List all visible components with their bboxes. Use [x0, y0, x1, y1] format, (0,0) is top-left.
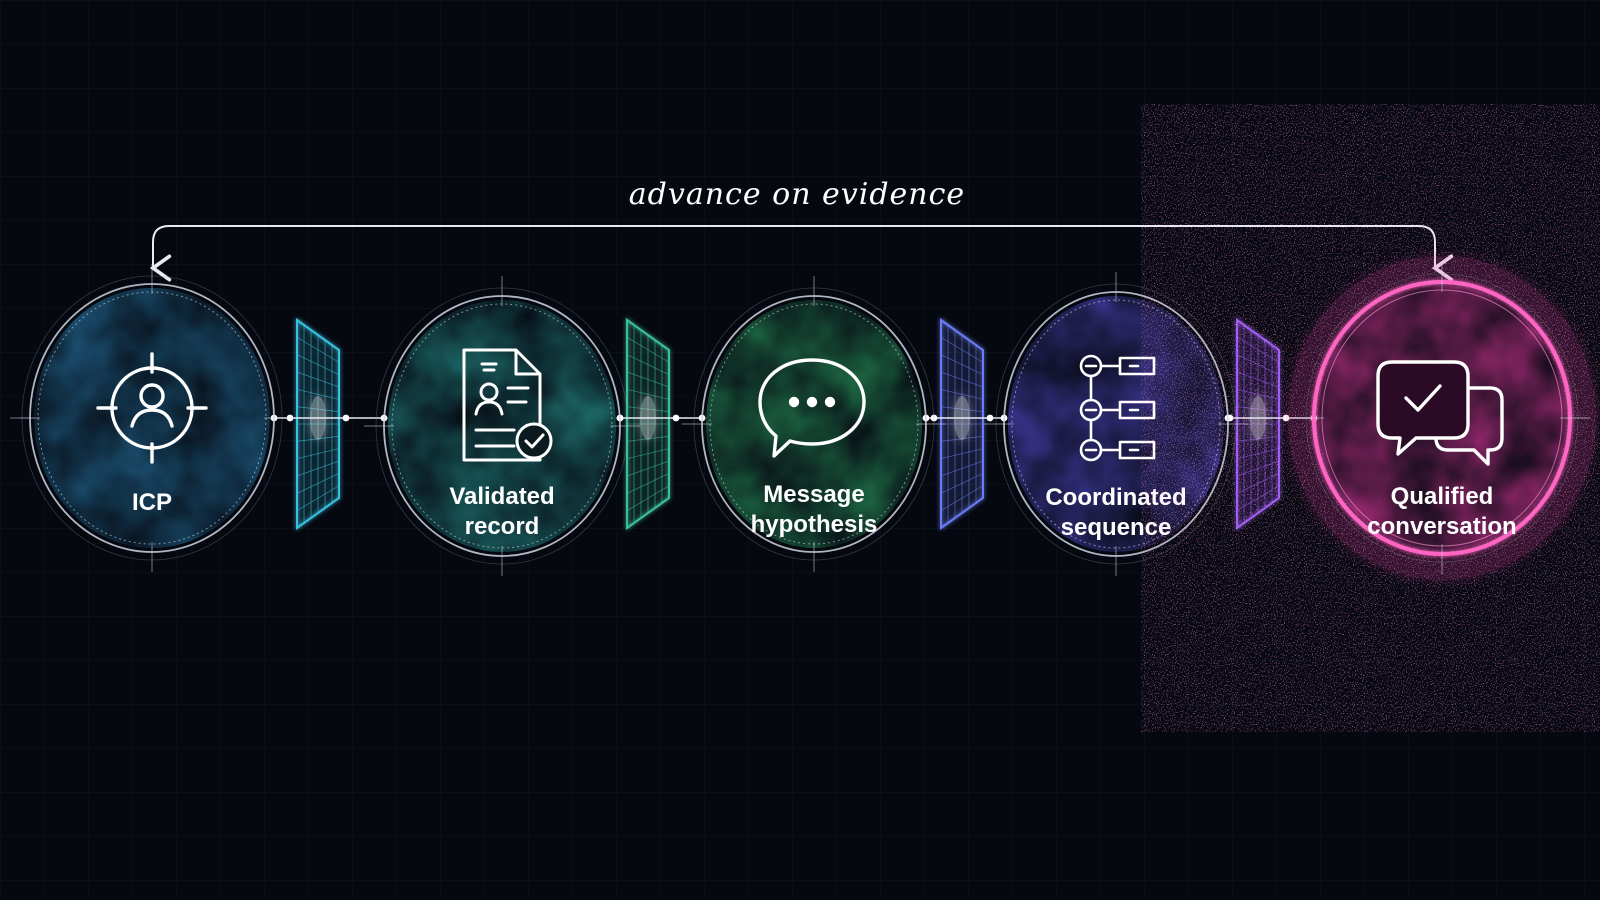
connector-dot [986, 414, 994, 422]
node-fill-texture [388, 300, 616, 552]
panel-grid-line [940, 336, 984, 363]
speech-bubble-icon [758, 358, 866, 458]
connector-panel [616, 318, 706, 530]
stage-node-art [984, 272, 1248, 576]
stage-label-line: Validated [449, 483, 554, 510]
panel-grid-line [940, 485, 984, 512]
stage-label-line: ICP [132, 489, 172, 516]
loop-label: advance on evidence [629, 177, 965, 212]
node-fill-shade [388, 300, 616, 552]
stage-node-message-hypothesis: Message hypothesis [682, 276, 946, 572]
panel-grid-line [296, 448, 340, 460]
panel-grid-line [626, 371, 670, 388]
panel-grid-line [296, 485, 340, 512]
stage-node-icp: ICP [10, 264, 294, 572]
node-fill-shade [1008, 296, 1224, 552]
stage-label-line: record [465, 513, 540, 540]
stage-label-line: Qualified [1391, 483, 1494, 510]
stage-label-line: Coordinated [1045, 484, 1186, 511]
panel-grid-line [296, 354, 340, 376]
panel-grid-line [940, 354, 984, 376]
panel-grid-line [626, 472, 670, 494]
panel-border [296, 318, 340, 530]
connector-dot [930, 414, 938, 422]
panel-grid-line [626, 460, 670, 477]
panel-grid-line [296, 472, 340, 494]
panel-border [626, 318, 670, 530]
stage-label-line: hypothesis [751, 511, 878, 538]
panel-grid-line [940, 371, 984, 388]
panel-grid-line [626, 485, 670, 512]
connector-dot [672, 414, 680, 422]
stage-label-line: Message [763, 481, 864, 508]
target-person-icon [96, 352, 208, 464]
node-fill-shade [34, 288, 270, 548]
stage-node-art [682, 276, 946, 572]
node-fill-texture [706, 300, 922, 548]
panel-grid-line [940, 460, 984, 477]
stage-node-validated-record: Validated record [364, 276, 640, 576]
panel-grid-line [626, 448, 670, 460]
panel-grid-line [626, 354, 670, 376]
panel-grid-line [296, 460, 340, 477]
panel-grid-line [296, 388, 340, 400]
panel-border [940, 318, 984, 530]
panel-grid-line [626, 388, 670, 400]
stage-node-qualified-conversation: Qualified conversation [1254, 222, 1600, 614]
panel-grid-line [296, 336, 340, 363]
connector-panel [270, 318, 388, 530]
panel-grid-line [940, 448, 984, 460]
document-check-icon [462, 348, 553, 462]
panel-grid-line [940, 472, 984, 494]
stage-label-line: sequence [1061, 514, 1172, 541]
node-fill-texture [34, 288, 270, 548]
connector-dot [342, 414, 350, 422]
panel-grid-line [626, 336, 670, 363]
node-fill-texture [1008, 296, 1224, 552]
stage-node-coordinated-sequence: Coordinated sequence [984, 272, 1248, 576]
stage-node-art [364, 276, 640, 576]
connector-panel [922, 318, 1008, 530]
node-fill-shade [706, 300, 922, 548]
panel-grid-line [940, 388, 984, 400]
stage-label-line: conversation [1367, 513, 1516, 540]
panel-grid-line [296, 371, 340, 388]
chat-check-icon [1376, 360, 1504, 466]
sequence-checklist-icon [1079, 354, 1156, 462]
stage-node-art [10, 264, 294, 572]
